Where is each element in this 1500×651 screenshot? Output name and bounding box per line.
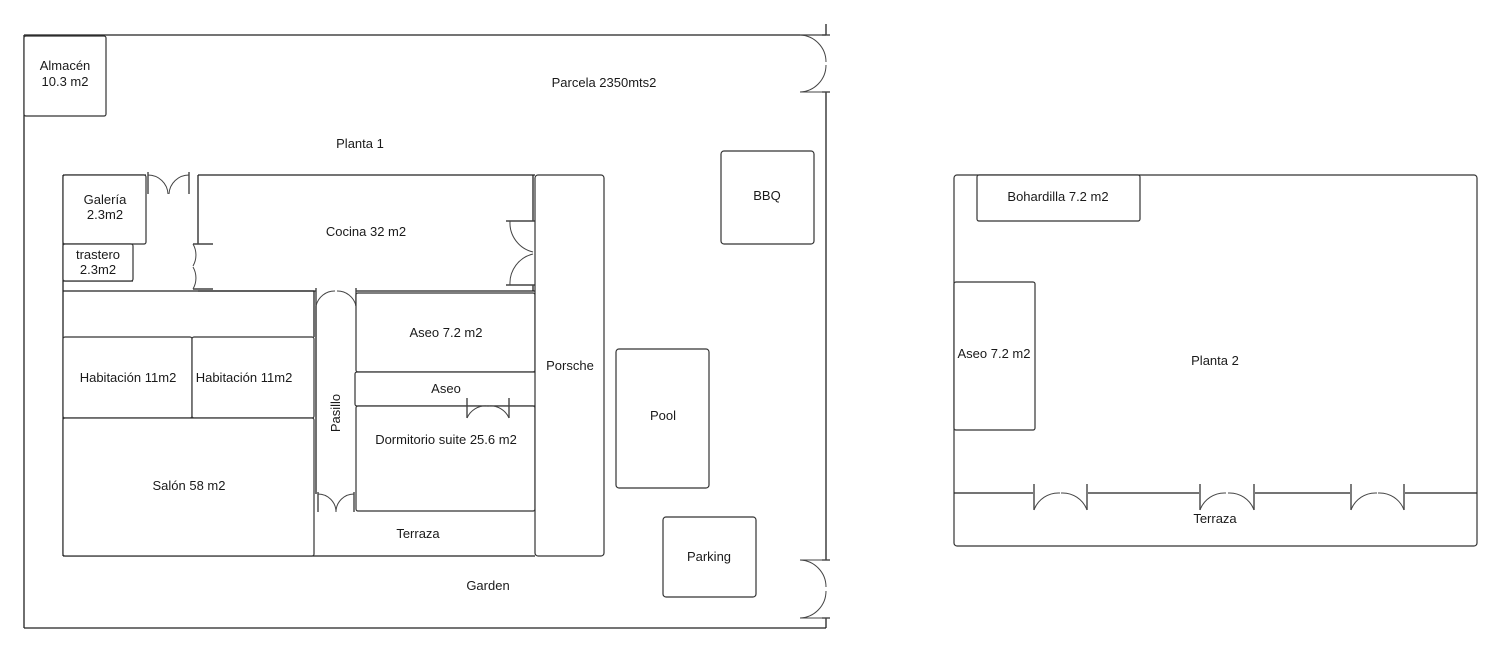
room-porsche bbox=[534, 174, 605, 557]
room-dormitorio-suite bbox=[355, 405, 536, 512]
door-floor2-3[interactable] bbox=[1350, 484, 1405, 511]
habitacion-1-label: Habitación 11m2 bbox=[80, 370, 177, 385]
door-pasillo-bottom[interactable] bbox=[317, 492, 355, 513]
bohardilla-label: Bohardilla 7.2 m2 bbox=[1007, 189, 1108, 204]
parking-label: Parking bbox=[687, 549, 731, 564]
pasillo-label: Pasillo bbox=[328, 394, 343, 432]
habitacion-2-label: Habitación 11m2 bbox=[196, 370, 293, 385]
almacen-area: 10.3 m2 bbox=[42, 74, 89, 89]
plot-label: Parcela 2350mts2 bbox=[552, 75, 657, 90]
floor2-terraza-label: Terraza bbox=[1193, 511, 1237, 526]
parking bbox=[662, 516, 757, 598]
floor1-label: Planta 1 bbox=[336, 136, 384, 151]
gate-top-right[interactable] bbox=[799, 34, 830, 93]
porsche-label: Porsche bbox=[546, 358, 594, 373]
garden-label: Garden bbox=[466, 578, 509, 593]
aseo-floor2-label: Aseo 7.2 m2 bbox=[958, 346, 1031, 361]
galeria-name: Galería bbox=[84, 192, 127, 207]
gate-bottom-right[interactable] bbox=[799, 559, 830, 619]
room-bohardilla bbox=[976, 174, 1141, 222]
door-galeria-top[interactable] bbox=[147, 172, 190, 195]
plot-boundary bbox=[23, 24, 827, 629]
bbq-label: BBQ bbox=[753, 188, 780, 203]
pool-label: Pool bbox=[650, 408, 676, 423]
bbq bbox=[720, 150, 815, 245]
floor2-label: Planta 2 bbox=[1191, 353, 1239, 368]
galeria-area: 2.3m2 bbox=[87, 207, 123, 222]
door-cocina-right[interactable] bbox=[506, 220, 536, 286]
cocina-label: Cocina 32 m2 bbox=[326, 224, 406, 239]
room-salon bbox=[62, 417, 315, 557]
aseo-small-label: Aseo bbox=[431, 381, 461, 396]
almacen-name: Almacén bbox=[40, 58, 91, 73]
door-suite-bath[interactable] bbox=[466, 398, 510, 419]
door-cocina-left[interactable] bbox=[192, 243, 213, 290]
terraza-label: Terraza bbox=[396, 526, 440, 541]
trastero-area: 2.3m2 bbox=[80, 262, 116, 277]
room-aseo-floor2 bbox=[953, 281, 1036, 431]
aseo-large-label: Aseo 7.2 m2 bbox=[410, 325, 483, 340]
door-floor2-1[interactable] bbox=[1033, 484, 1088, 511]
door-floor2-2[interactable] bbox=[1199, 484, 1255, 511]
salon-label: Salón 58 m2 bbox=[153, 478, 226, 493]
room-trastero bbox=[62, 243, 134, 282]
dormitorio-label: Dormitorio suite 25.6 m2 bbox=[375, 432, 517, 447]
trastero-name: trastero bbox=[76, 247, 120, 262]
room-almacen bbox=[23, 35, 107, 117]
pool bbox=[615, 348, 710, 489]
door-pasillo-top[interactable] bbox=[315, 288, 357, 307]
